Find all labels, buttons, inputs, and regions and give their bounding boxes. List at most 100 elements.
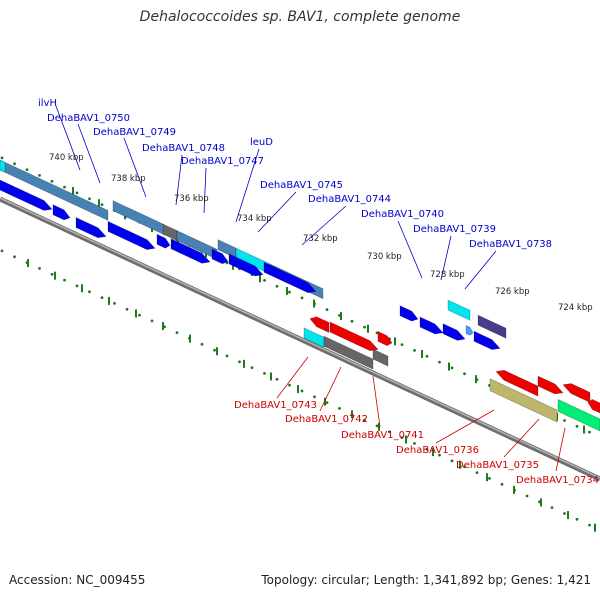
gene-label-forward: DehaBAV1_0745	[260, 180, 343, 191]
minor-tick	[500, 482, 504, 486]
minor-tick	[363, 325, 366, 329]
cds-arrow-forward	[419, 316, 444, 335]
leader-line	[440, 235, 452, 281]
cds-arrow-forward	[228, 253, 264, 277]
cds-arrow-reverse	[562, 383, 591, 403]
kbp-label: 736 kbp	[174, 194, 209, 204]
minor-tick	[13, 255, 16, 259]
gene-label-reverse: DehaBAV1_0743	[234, 400, 317, 411]
feature-band	[557, 398, 600, 432]
label-leader-lines	[55, 105, 566, 472]
gene-label-reverse: DehaBAV1_0742	[285, 414, 368, 425]
minor-tick	[363, 418, 366, 422]
kbp-label: 740 kbp	[49, 153, 84, 163]
feature-band	[477, 314, 507, 339]
minor-tick	[25, 168, 29, 172]
minor-tick	[88, 197, 91, 201]
minor-tick	[450, 366, 454, 370]
feature-band	[323, 335, 374, 370]
minor-tick	[125, 307, 129, 311]
minor-tick	[50, 272, 54, 276]
minor-tick	[375, 424, 379, 428]
minor-tick	[413, 349, 416, 352]
minor-tick	[400, 436, 404, 439]
minor-tick	[588, 523, 591, 527]
minor-tick	[200, 342, 204, 346]
kbp-label: 734 kbp	[237, 214, 272, 224]
leader-line	[235, 148, 260, 223]
leader-line	[319, 366, 342, 412]
kbp-label: 730 kbp	[367, 252, 402, 262]
leader-line	[203, 167, 207, 214]
minor-tick	[263, 279, 266, 282]
accession-text: Accession: NC_009455	[9, 573, 146, 587]
cds-arrow-forward	[442, 323, 466, 341]
cds-arrow-forward	[75, 217, 107, 239]
minor-tick	[350, 319, 354, 323]
minor-tick	[563, 419, 566, 422]
leader-line	[257, 191, 297, 233]
gene-label-reverse: DehaBAV1_0734	[516, 475, 599, 486]
minor-tick	[375, 331, 379, 335]
minor-tick	[13, 162, 16, 166]
minor-tick	[175, 331, 179, 334]
minor-tick	[463, 465, 466, 469]
cds-arrow-reverse	[537, 375, 564, 395]
gene-label-forward: DehaBAV1_0748	[142, 143, 225, 154]
minor-tick	[75, 191, 79, 195]
feature-band	[489, 378, 558, 423]
gene-label-reverse: DehaBAV1_0735	[456, 460, 539, 471]
gene-label-forward: DehaBAV1_0747	[181, 156, 264, 167]
minor-tick	[550, 506, 554, 509]
leader-line	[301, 205, 347, 246]
minor-tick	[288, 383, 291, 387]
minor-tick	[88, 290, 91, 294]
feature-track	[0, 159, 600, 432]
minor-tick	[325, 308, 329, 311]
feature-band	[447, 299, 471, 321]
minor-tick	[575, 424, 579, 428]
minor-tick	[300, 389, 304, 393]
topology-summary: Topology: circular; Length: 1,341,892 bp…	[261, 573, 591, 587]
feature-band	[0, 159, 6, 173]
minor-tick	[38, 267, 41, 270]
minor-tick	[213, 348, 216, 352]
feature-band	[303, 327, 325, 348]
map-title: Dehalococcoides sp. BAV1, complete genom…	[139, 9, 461, 25]
gene-label-forward: DehaBAV1_0738	[469, 239, 552, 250]
leader-line	[397, 220, 423, 279]
leader-line	[276, 356, 309, 399]
minor-tick	[138, 313, 141, 317]
feature-band	[0, 159, 109, 221]
cds-arrow-reverse	[377, 330, 393, 347]
minor-tick	[288, 290, 291, 294]
cds-arrow-forward	[263, 261, 317, 294]
leader-line	[77, 123, 101, 184]
leader-line	[503, 418, 540, 458]
minor-tick	[388, 430, 391, 434]
gene-label-forward: leuD	[250, 137, 273, 148]
backbone-line	[0, 196, 600, 482]
minor-tick	[438, 453, 441, 457]
cds-arrow-forward	[399, 305, 419, 322]
tick-rulers	[0, 156, 596, 532]
leader-line	[555, 427, 566, 472]
minor-tick	[0, 156, 4, 160]
cds-arrow-reverse	[587, 399, 600, 414]
leader-line	[55, 105, 81, 171]
kbp-label: 724 kbp	[558, 303, 593, 313]
minor-tick	[425, 354, 429, 358]
minor-tick	[0, 249, 4, 253]
minor-tick	[325, 401, 329, 404]
feature-band	[372, 348, 389, 367]
leader-line	[175, 154, 183, 206]
kbp-label: 728 kbp	[430, 270, 465, 280]
kbp-label: 738 kbp	[111, 174, 146, 184]
minor-tick	[313, 395, 316, 399]
minor-tick	[575, 517, 579, 521]
minor-tick	[63, 278, 66, 282]
minor-tick	[400, 343, 404, 346]
cds-arrow-forward	[52, 204, 71, 221]
minor-tick	[225, 261, 229, 265]
